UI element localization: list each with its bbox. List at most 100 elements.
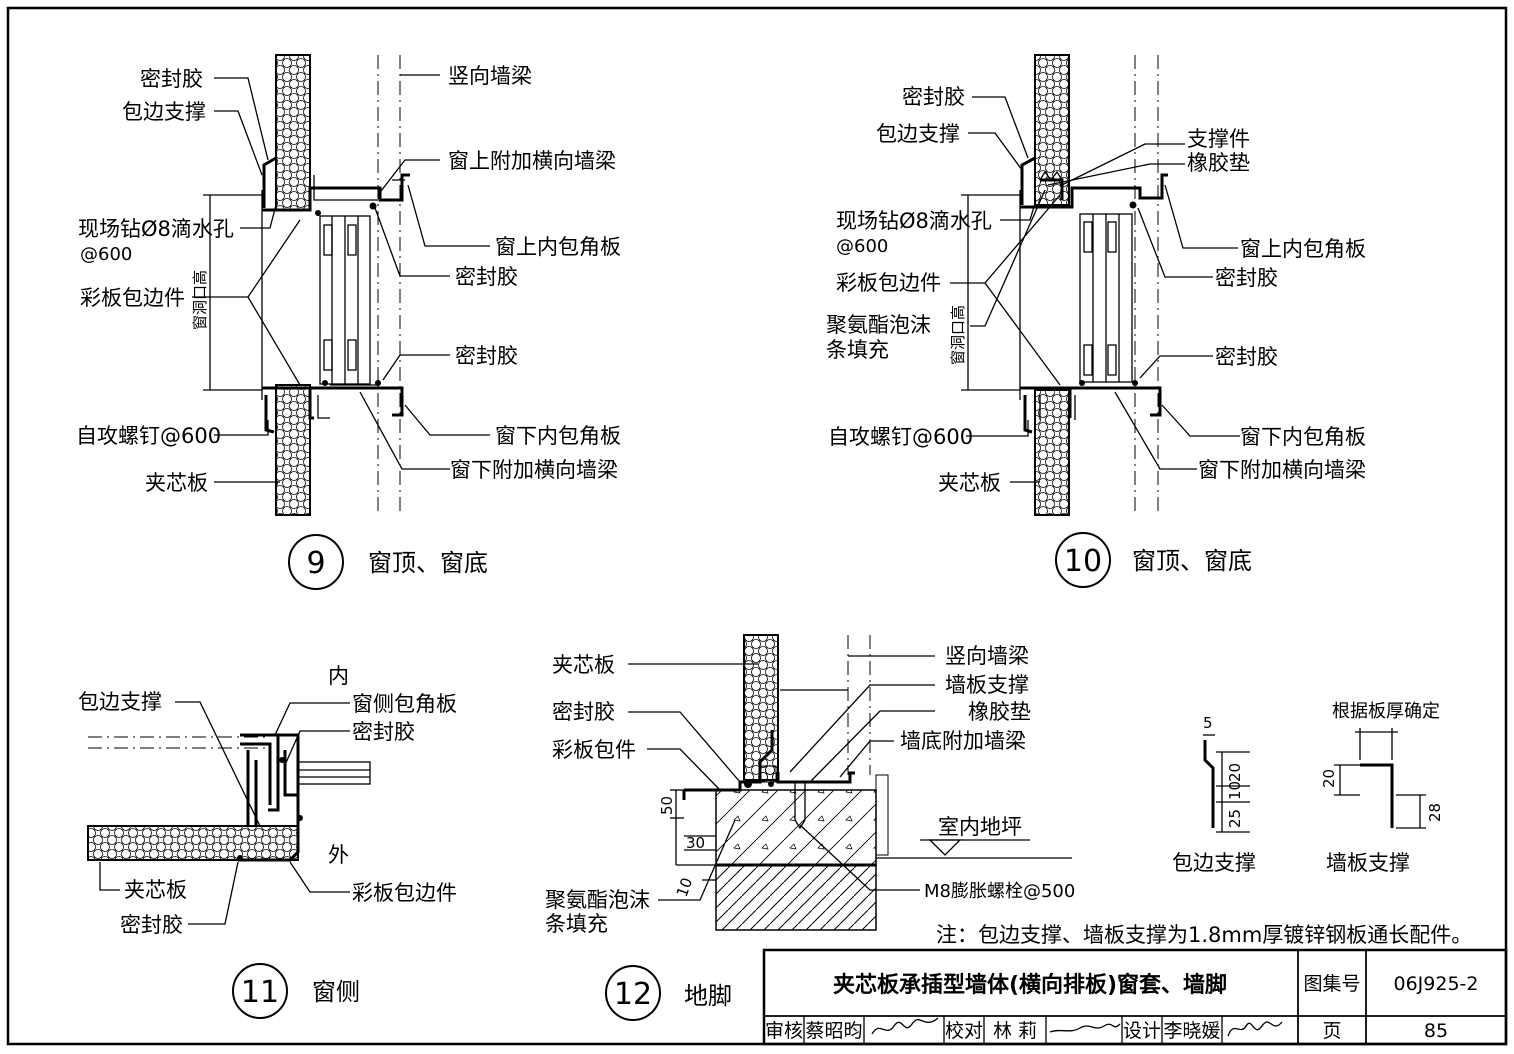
sandwich-panel [743,634,779,781]
pr-dim-5: 5 [1203,714,1213,732]
detail-9 [192,54,490,516]
d11-inside: 内 [328,664,349,688]
d12-color-plate-trim: 彩板包件 [552,738,636,762]
d12-number: 12 [614,977,652,1012]
d11-edge-support: 包边支撑 [78,690,162,714]
d9-number: 9 [306,546,325,581]
d10-sandwich-panel: 夹芯板 [938,471,1001,495]
d9-drain-hole-2: @600 [80,244,132,265]
d12-dim-50: 50 [658,796,676,815]
d9-vertical-beam: 竖向墙梁 [448,64,532,88]
d10-drain-hole-1: 现场钻Ø8滴水孔 [836,209,992,233]
d10-caption: 窗顶、窗底 [1132,547,1252,575]
reviewer: 蔡昭昀 [805,1020,862,1042]
d10-edge-support: 包边支撑 [876,122,960,146]
sandwich-panel-upper [1034,54,1070,206]
d11-sandwich-panel: 夹芯板 [124,878,187,902]
checker: 林 莉 [993,1020,1037,1042]
page-label: 页 [1322,1020,1341,1042]
d12-dim-10: 10 [673,875,696,899]
d10-support: 支撑件 [1187,127,1250,151]
reviewer-signature [871,1017,939,1035]
d11-sealant-b: 密封胶 [120,913,183,937]
d12-number-circle [605,965,661,1021]
d10-lower-beam: 窗下附加横向墙梁 [1198,458,1366,482]
pr-dim-10: 10 [1226,781,1244,800]
designer: 李晓媛 [1163,1020,1220,1042]
d10-number-circle [1055,532,1111,588]
detail-9-labels: 密封胶 包边支撑 现场钻Ø8滴水孔 @600 彩板包边件 自攻螺钉@600 夹芯… [76,64,621,590]
d9-lower-beam: 窗下附加横向墙梁 [450,458,618,482]
d10-sealant-r2: 密封胶 [1215,345,1278,369]
d10-pu-foam-2: 条填充 [826,338,889,362]
d9-color-plate-trim: 彩板包边件 [80,286,185,310]
pr-dim-25: 25 [1226,809,1244,828]
edge-support-caption: 包边支撑 [1172,851,1256,875]
sandwich-panel [87,825,299,861]
page-no: 85 [1424,1020,1448,1042]
d10-drain-hole-2: @600 [836,236,888,257]
foundation-lower [715,864,877,931]
d12-sealant: 密封胶 [552,700,615,724]
detail-12-labels: 夹芯板 密封胶 彩板包件 聚氨酯泡沫 条填充 竖向墙梁 墙板支撑 橡胶垫 墙底附… [545,644,1075,1021]
sheet-border [6,6,1508,1046]
d12-dim-30: 30 [686,834,705,852]
d9-sealant-r1: 密封胶 [455,265,518,289]
d12-anchor-bolt: M8膨胀螺栓@500 [924,881,1075,902]
designer-signature [1227,1021,1283,1037]
d12-sandwich-panel: 夹芯板 [552,653,615,677]
check-label: 校对 [945,1020,983,1042]
d12-pu-foam-2: 条填充 [545,912,608,936]
d10-sealant-top: 密封胶 [902,85,965,109]
d9-sealant-top: 密封胶 [140,67,203,91]
profile-edge-support: 5 20 10 25 包边支撑 [1172,714,1256,875]
d10-lower-corner: 窗下内包角板 [1240,425,1366,449]
d9-number-circle [288,534,344,590]
d12-panel-support: 墙板支撑 [945,673,1029,697]
d11-outside: 外 [328,843,349,867]
d12-caption: 地脚 [684,982,732,1010]
checker-signature [1049,1023,1121,1033]
design-label: 设计 [1123,1020,1161,1042]
atlas-no: 06J925-2 [1394,973,1479,995]
d10-upper-corner: 窗上内包角板 [1240,237,1366,261]
panel-support-caption: 墙板支撑 [1326,851,1410,875]
d10-screw: 自攻螺钉@600 [828,425,973,449]
sheet-title: 夹芯板承插型墙体(横向排板)窗套、墙脚 [833,972,1227,998]
detail-10-labels: 密封胶 包边支撑 现场钻Ø8滴水孔 @600 彩板包边件 聚氨酯泡沫 条填充 自… [826,85,1366,588]
d9-drain-hole-1: 现场钻Ø8滴水孔 [78,217,234,241]
foundation-upper [715,789,877,866]
d12-vertical-beam: 竖向墙梁 [945,644,1029,668]
sandwich-panel-upper [275,54,311,211]
d9-sandwich-panel: 夹芯板 [145,471,208,495]
d11-caption: 窗侧 [312,978,360,1006]
d9-sealant-r2: 密封胶 [455,344,518,368]
d12-base-beam: 墙底附加墙梁 [900,729,1026,753]
d11-side-corner: 窗侧包角板 [352,692,457,716]
detail-11 [87,701,371,925]
d11-number: 11 [241,975,279,1010]
d10-opening-height: 窗洞口高 [949,305,967,365]
d12-rubber-pad: 橡胶垫 [968,700,1031,724]
d9-edge-support: 包边支撑 [122,100,206,124]
d9-caption: 窗顶、窗底 [368,549,488,577]
d11-number-circle [232,963,288,1019]
title-block: 夹芯板承插型墙体(横向排板)窗套、墙脚 图集号 06J925-2 审核 蔡昭昀 … [762,948,1508,1046]
review-label: 审核 [765,1020,803,1042]
d10-pu-foam-1: 聚氨酯泡沫 [826,313,931,337]
atlas-label: 图集号 [1303,973,1360,995]
note: 注：包边支撑、墙板支撑为1.8mm厚镀锌钢板通长配件。 [936,923,1472,947]
d10-number: 10 [1064,544,1102,579]
pr-dim-20b: 20 [1320,769,1338,788]
detail-12 [628,634,1072,931]
sandwich-panel-lower [275,384,311,516]
sandwich-panel-lower [1034,389,1070,516]
d9-screw: 自攻螺钉@600 [76,424,221,448]
d11-color-plate-trim: 彩板包边件 [352,881,457,905]
d11-sealant-r: 密封胶 [352,720,415,744]
d9-upper-corner: 窗上内包角板 [495,235,621,259]
d10-sealant-r1: 密封胶 [1215,266,1278,290]
d10-color-plate-trim: 彩板包边件 [836,271,941,295]
d9-opening-height: 窗洞口高 [191,270,209,330]
